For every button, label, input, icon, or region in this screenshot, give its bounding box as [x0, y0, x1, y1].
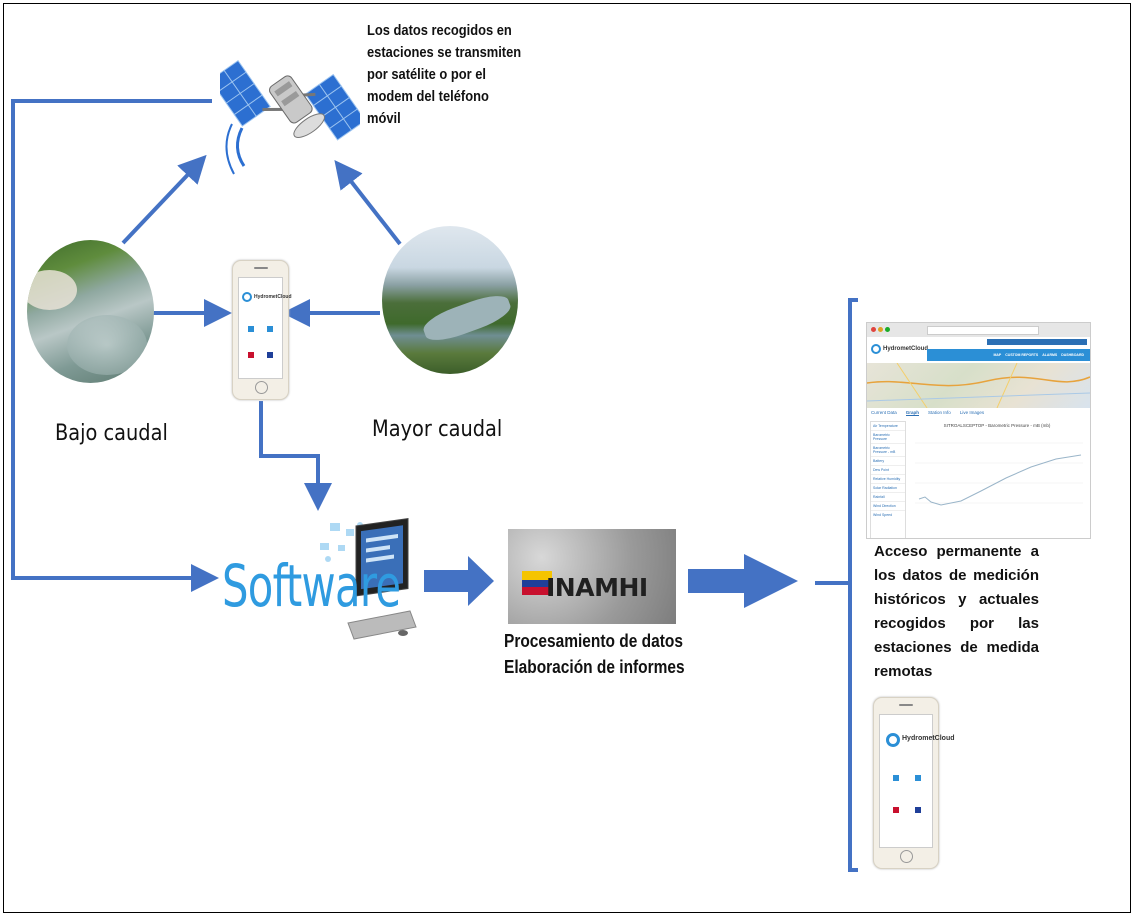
inamhi-flag-red	[522, 587, 552, 595]
app-brand: HydrometCloud	[254, 294, 292, 300]
web-tab[interactable]: Graph	[905, 410, 920, 416]
pin-icon	[267, 326, 273, 332]
inamhi-flag-blue	[522, 580, 552, 587]
access-description: Acceso permanente a los datos de medició…	[874, 543, 1039, 680]
web-menu-item[interactable]: ALARMS	[1042, 353, 1058, 357]
satellite-icon	[220, 59, 360, 175]
web-tab[interactable]: Live Images	[959, 410, 985, 415]
web-sidebar-item[interactable]: Air Temperature	[871, 422, 905, 431]
mobile-app-brand: HydrometCloud	[902, 735, 955, 742]
web-sidebar: Air Temperature Barometric Pressure Baro…	[870, 421, 906, 538]
satellite-caption-line: Los datos recogidos en	[367, 22, 512, 39]
web-header: HydrometCloud MAP CUSTOM REPORTS ALARMS …	[867, 337, 1090, 363]
software-text: Software	[222, 552, 401, 620]
chart-icon	[248, 326, 254, 332]
low-flow-river-photo	[27, 240, 154, 383]
web-brand: HydrometCloud	[883, 346, 928, 352]
web-menu-item[interactable]: MAP	[993, 353, 1002, 357]
web-sidebar-item[interactable]: Solar Radiation	[871, 484, 905, 493]
web-sidebar-item[interactable]: Wind Direction	[871, 502, 905, 511]
high-flow-river-photo	[382, 226, 518, 374]
web-sidebar-item[interactable]: Dew Point	[871, 466, 905, 475]
app-logo-icon	[242, 292, 252, 302]
low-flow-label: Bajo caudal	[55, 421, 168, 446]
inamhi-logo-text: INAMHI	[546, 573, 648, 602]
inamhi-flag-yellow	[522, 571, 552, 580]
web-tab[interactable]: Current Data	[871, 410, 897, 415]
dashboard-icon	[267, 352, 273, 358]
inamhi-to-access-arrow	[688, 554, 798, 608]
web-chart-title: SITROALSCEPTOP - Barometric Pressure - m…	[943, 423, 1051, 428]
web-menu: MAP CUSTOM REPORTS ALARMS DASHBOARD	[927, 349, 1090, 361]
home-button-icon	[254, 381, 268, 394]
low-flow-to-satellite-arrow	[121, 154, 207, 245]
phone-to-software-arrow	[259, 401, 332, 511]
satellite-caption-line: estaciones se transmiten	[367, 44, 522, 61]
web-sidebar-item[interactable]: Battery	[871, 457, 905, 466]
inamhi-rain-image: INAMHI	[508, 529, 676, 624]
software-to-inamhi-arrow	[424, 556, 494, 606]
dashboard-icon[interactable]	[915, 807, 921, 813]
high-flow-to-satellite-arrow	[334, 159, 402, 246]
phone-screen: HydrometCloud	[238, 277, 292, 379]
satellite-caption-line: por satélite o por el	[367, 66, 487, 83]
alarm-icon[interactable]	[893, 807, 899, 813]
web-tab[interactable]: Station Info	[928, 410, 951, 415]
pin-icon[interactable]	[915, 775, 921, 781]
mobile-app-logo-icon	[886, 733, 900, 747]
home-button-icon[interactable]	[900, 850, 913, 863]
satellite-caption-line: móvil	[367, 110, 401, 127]
web-menu-item[interactable]: CUSTOM REPORTS	[1005, 353, 1039, 357]
mobile-app-screen: HydrometCloud	[879, 714, 955, 848]
access-bracket	[815, 298, 858, 872]
chart-icon[interactable]	[893, 775, 899, 781]
high-flow-label: Mayor caudal	[372, 417, 503, 442]
web-tabs: Current Data Graph Station Info Live Ima…	[871, 410, 984, 416]
satellite-caption-line: modem del teléfono	[367, 88, 489, 105]
satellite-to-software-line	[11, 99, 219, 592]
web-sidebar-item[interactable]: Wind Speed	[873, 513, 893, 517]
processing-line: Elaboración de informes	[504, 657, 685, 677]
web-sidebar-item[interactable]: Barometric Pressure	[871, 431, 905, 444]
web-sidebar-item[interactable]: Relative Humidity	[871, 475, 905, 484]
alarm-icon	[248, 352, 254, 358]
web-sidebar-item[interactable]: Barometric Pressure - mB	[871, 444, 905, 457]
processing-line: Procesamiento de datos	[504, 631, 683, 651]
web-map[interactable]	[867, 363, 1090, 408]
processing-caption: Procesamiento de datos Elaboración de in…	[504, 628, 685, 680]
field-phone: HydrometCloud	[232, 260, 292, 400]
web-app-screenshot: HydrometCloud MAP CUSTOM REPORTS ALARMS …	[866, 322, 1091, 539]
browser-toolbar	[867, 323, 1090, 338]
satellite-caption: Los datos recogidos en estaciones se tra…	[367, 20, 539, 130]
mobile-app-phone: HydrometCloud	[873, 697, 955, 869]
diagram-frame	[3, 3, 1131, 913]
web-menu-item[interactable]: DASHBOARD	[1061, 353, 1084, 357]
web-sidebar-item[interactable]: Rainfall	[871, 493, 905, 502]
web-chart	[915, 442, 1083, 506]
software-graphic	[320, 518, 417, 640]
